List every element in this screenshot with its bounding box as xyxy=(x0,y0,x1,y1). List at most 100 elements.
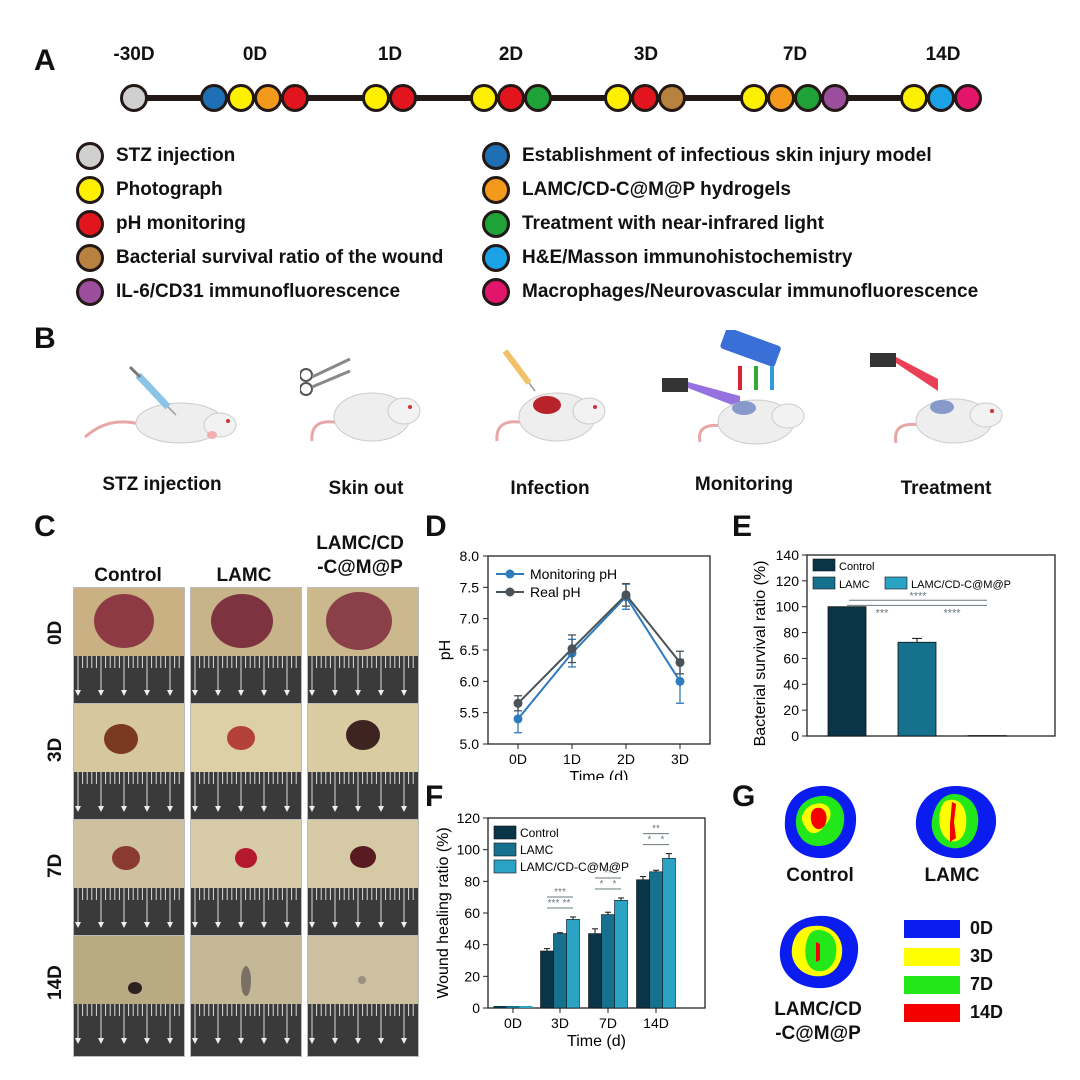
contour-legend-label: 0D xyxy=(970,918,994,938)
timeline-marker-magenta xyxy=(954,84,982,112)
panel-label-b: B xyxy=(34,322,56,355)
mouse-infection-illustration xyxy=(495,349,606,442)
legend-swatch xyxy=(493,842,517,857)
step-monitoring: Monitoring xyxy=(694,474,794,495)
significance-label: **** xyxy=(909,590,927,602)
contour-legend-swatch xyxy=(904,975,960,994)
step-stz-injection: STZ injection xyxy=(102,474,222,495)
x-axis-label: Time (d) xyxy=(567,1033,626,1050)
wound-photo xyxy=(190,587,302,709)
timeline-marker-orange xyxy=(767,84,795,112)
timeline-marker-red xyxy=(497,84,525,112)
y-axis-label: pH xyxy=(437,640,454,660)
y-tick-label: 140 xyxy=(776,547,800,563)
y-tick-label: 100 xyxy=(457,842,481,858)
legend-item: pH monitoring xyxy=(76,210,246,238)
x-tick-label: 7D xyxy=(599,1015,617,1031)
legend-item: H&E/Masson immunohistochemistry xyxy=(482,244,852,272)
wound-area xyxy=(358,976,366,984)
contour-lamc xyxy=(915,786,997,859)
x-tick-label: 0D xyxy=(504,1015,522,1031)
wound-photo xyxy=(190,819,302,941)
contour-lamc-cd xyxy=(779,915,859,989)
legend-swatch xyxy=(493,825,517,840)
data-point xyxy=(567,644,577,654)
legend-label: LAMC xyxy=(839,579,870,591)
photo-row-label: 0D xyxy=(45,620,66,645)
legend-item: Treatment with near-infrared light xyxy=(482,210,824,238)
legend-marker xyxy=(505,587,515,597)
x-tick-label: 1D xyxy=(563,751,581,767)
legend-marker-red xyxy=(76,210,104,238)
legend-item: Bacterial survival ratio of the wound xyxy=(76,244,443,272)
significance-label: * xyxy=(648,835,652,846)
timeline-day-label: 1D xyxy=(377,44,403,65)
timeline-marker-green xyxy=(794,84,822,112)
wound-area xyxy=(211,594,273,648)
bar xyxy=(553,933,567,1009)
timeline-marker-red xyxy=(281,84,309,112)
contour-legend-item: 3D xyxy=(904,946,993,967)
contour-control xyxy=(784,785,857,859)
photo-header-control: Control xyxy=(94,565,162,586)
timeline-day-label: 14D xyxy=(925,44,961,65)
timeline-marker-yellow xyxy=(470,84,498,112)
step-skin-out: Skin out xyxy=(328,478,404,499)
timeline-marker-green xyxy=(524,84,552,112)
timeline-marker-yellow xyxy=(362,84,390,112)
wound-photo xyxy=(307,935,419,1057)
bar xyxy=(601,914,615,1009)
wound-photo xyxy=(307,819,419,941)
significance-label: *** xyxy=(554,887,566,898)
wound-photo xyxy=(190,703,302,825)
legend-label: Control xyxy=(839,561,874,573)
panel-label-d: D xyxy=(425,510,447,543)
mouse-treatment-illustration xyxy=(870,353,1003,444)
significance-label: *** xyxy=(876,607,890,619)
y-tick-label: 5.0 xyxy=(460,736,480,752)
timeline-marker-yellow xyxy=(604,84,632,112)
wound-area xyxy=(346,720,380,750)
significance-label: * xyxy=(613,879,617,890)
timeline-day-label: 2D xyxy=(498,44,524,65)
y-tick-label: 6.5 xyxy=(460,642,480,658)
panel-label-a: A xyxy=(34,44,56,77)
legend-label: Establishment of infectious skin injury … xyxy=(522,145,932,166)
series-line xyxy=(517,595,681,720)
legend-item: Macrophages/Neurovascular immunofluoresc… xyxy=(482,278,978,306)
timeline-marker-purple xyxy=(821,84,849,112)
y-tick-label: 0 xyxy=(791,728,799,744)
legend-label: LAMC/CD-C@M@P xyxy=(911,579,1011,591)
legend-label: IL-6/CD31 immunofluorescence xyxy=(116,281,401,302)
legend-item: STZ injection xyxy=(76,142,235,170)
legend-swatch xyxy=(884,576,908,590)
y-tick-label: 60 xyxy=(464,905,480,921)
legend-marker-green xyxy=(482,210,510,238)
photo-row-label: 3D xyxy=(45,737,66,762)
y-tick-label: 0 xyxy=(472,1000,480,1016)
legend-marker-brown xyxy=(76,244,104,272)
data-point xyxy=(675,658,685,668)
legend-marker-purple xyxy=(76,278,104,306)
wound-area xyxy=(112,846,140,870)
y-tick-label: 80 xyxy=(464,873,480,889)
legend-label: LAMC/CD-C@M@P xyxy=(520,860,629,874)
timeline-marker-red xyxy=(631,84,659,112)
mouse-skin-out-illustration xyxy=(300,357,421,442)
wound-area xyxy=(128,982,142,994)
wound-area xyxy=(326,592,392,650)
x-tick-label: 3D xyxy=(671,751,689,767)
panel-label-c: C xyxy=(34,510,56,543)
legend-item: Photograph xyxy=(76,176,223,204)
contour-legend-item: 0D xyxy=(904,918,993,939)
contour-legend-swatch xyxy=(904,1003,960,1022)
data-point xyxy=(513,698,523,708)
x-tick-label: 0D xyxy=(509,751,527,767)
significance-label: ** xyxy=(652,824,660,835)
bar xyxy=(827,606,867,737)
photo-header-lamc-cd: LAMC/CD -C@M@P xyxy=(316,533,404,578)
y-tick-label: 80 xyxy=(783,625,799,641)
mouse-monitoring-illustration xyxy=(662,330,805,445)
timeline-marker-red xyxy=(389,84,417,112)
